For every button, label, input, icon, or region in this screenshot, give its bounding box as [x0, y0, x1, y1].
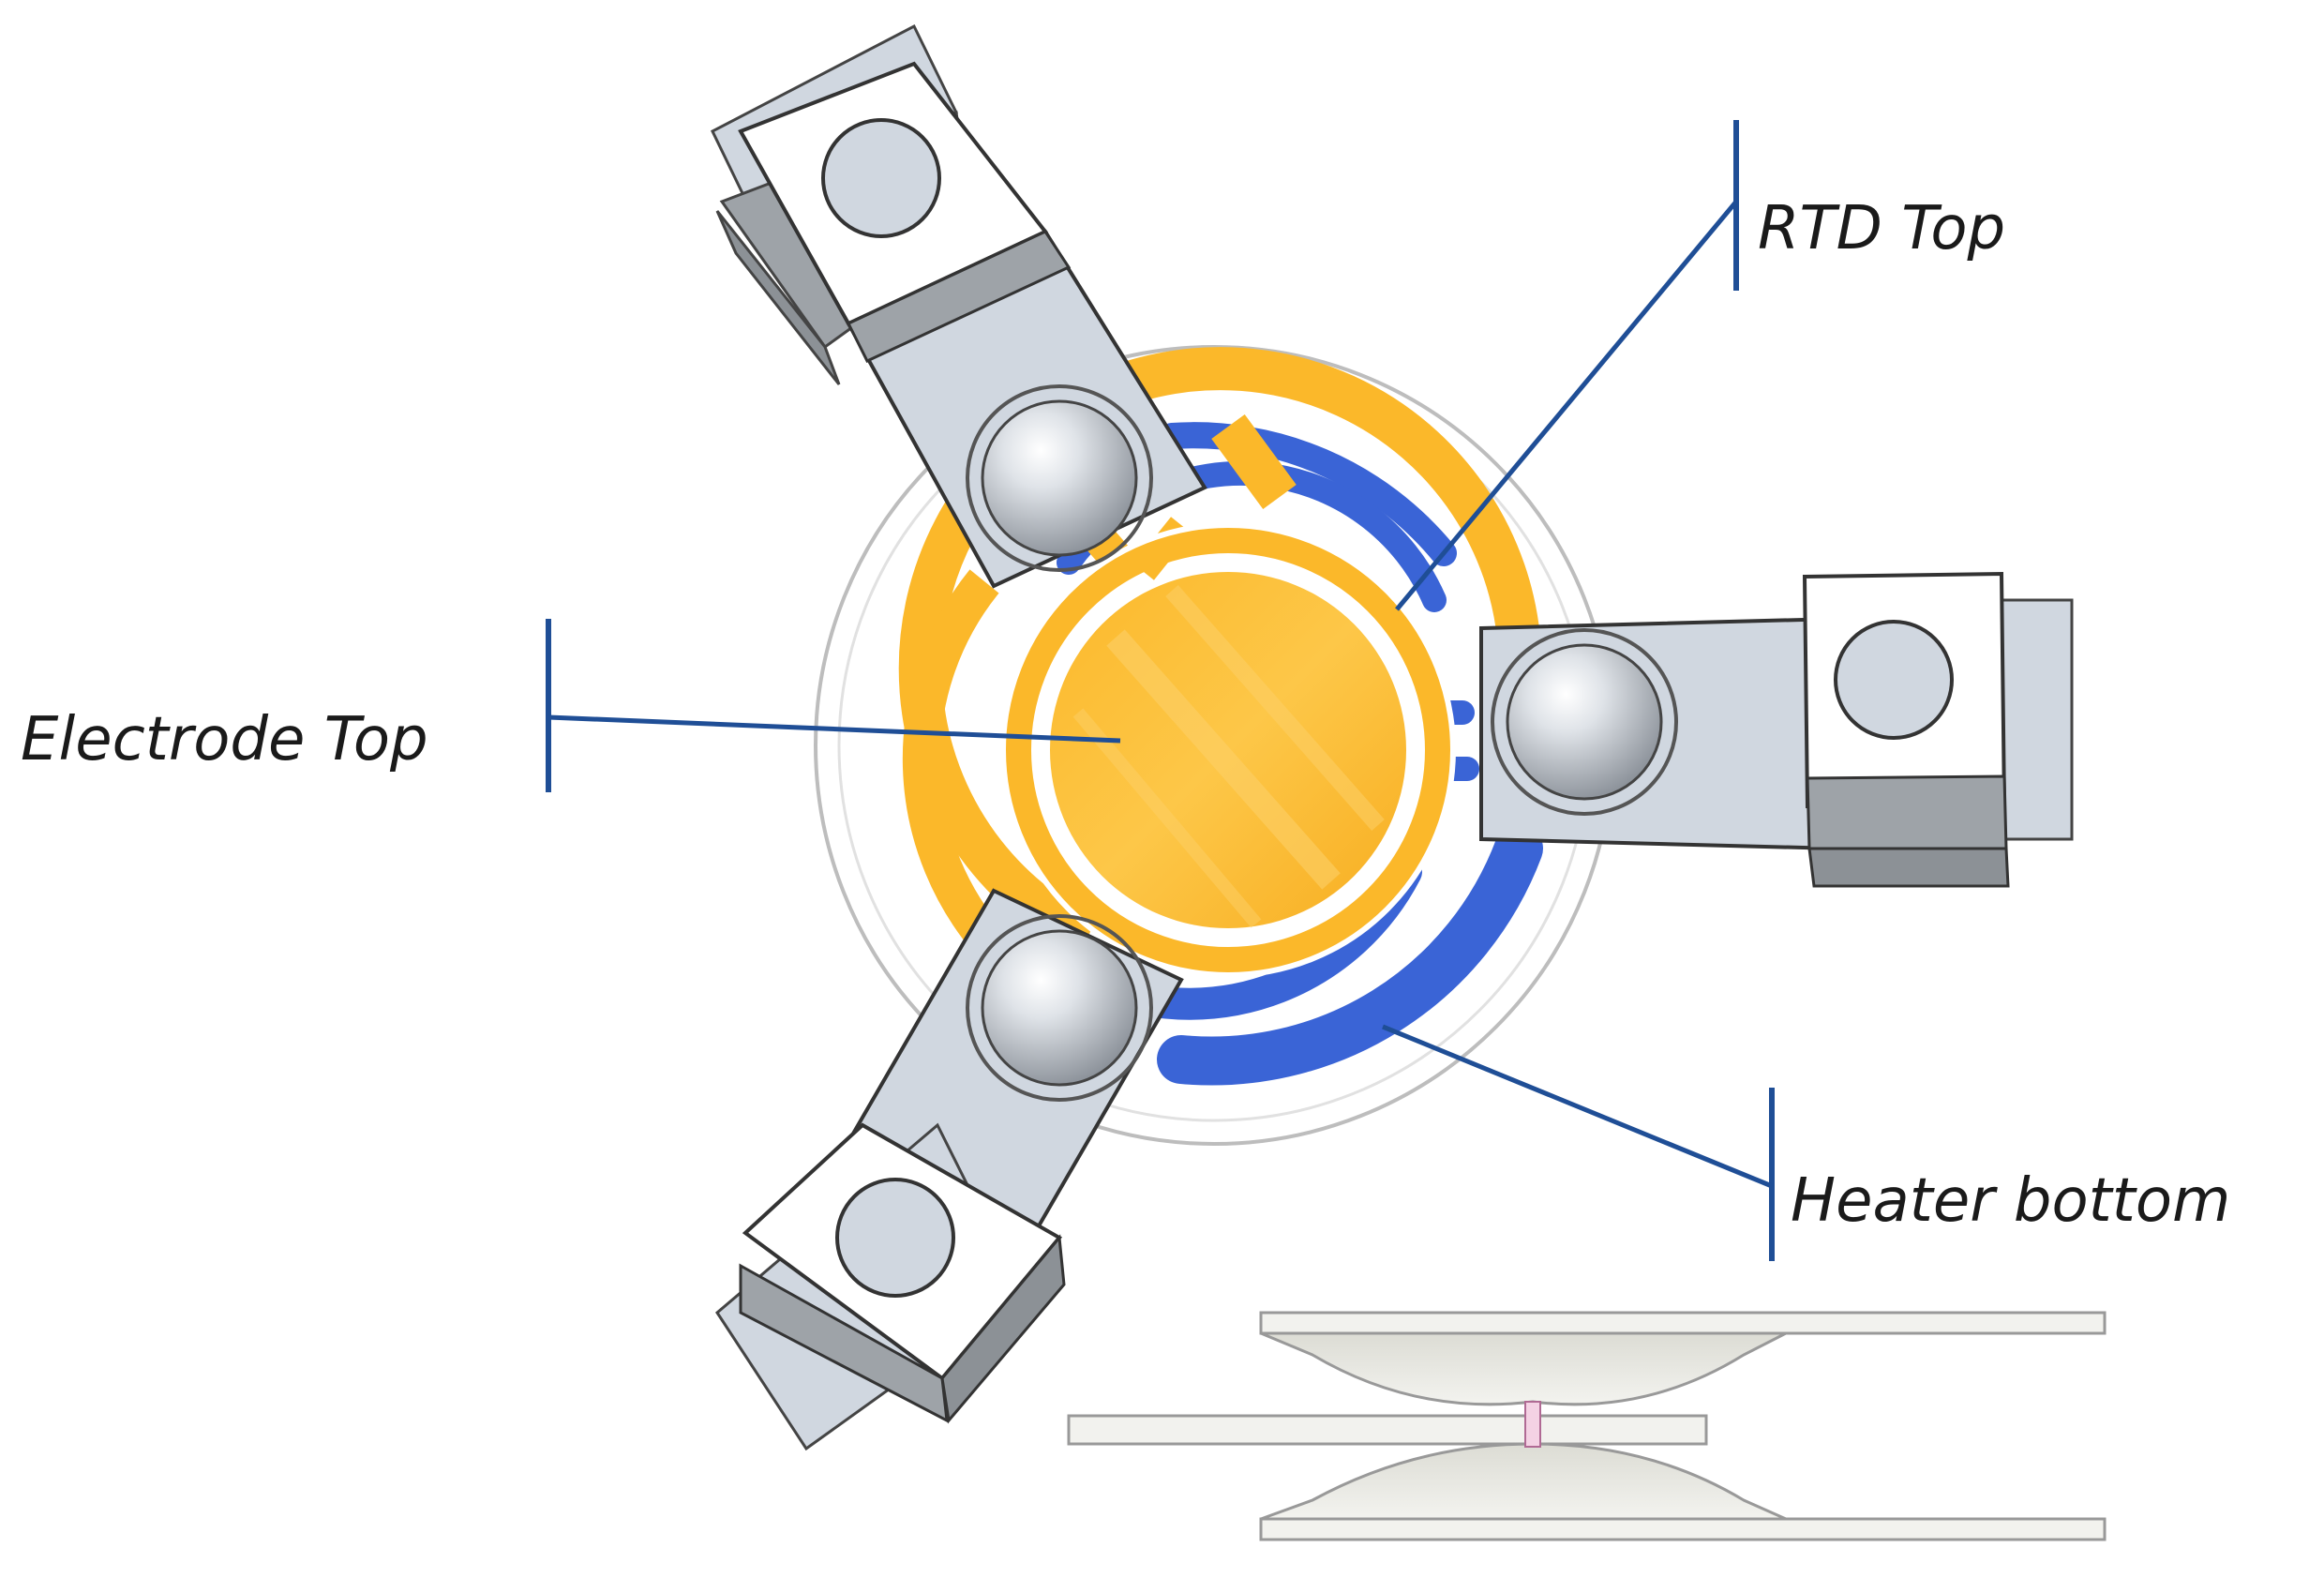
label-rtd-top: RTD Top — [1758, 194, 2005, 263]
spring-clip-lower — [715, 888, 1184, 1451]
callout-rtd-top: RTD Top — [1395, 120, 2005, 611]
callout-heater-bottom: Heater bottom — [1382, 1024, 2230, 1261]
label-heater-bottom: Heater bottom — [1791, 1166, 2230, 1236]
spring-clip-right — [1479, 571, 2074, 888]
spring-clip-upper — [711, 23, 1207, 589]
side-view-inset — [1067, 1311, 2107, 1541]
electrode-pad — [1050, 572, 1406, 928]
contact-ball-upper — [966, 384, 1153, 572]
electrode-ring — [1000, 522, 1456, 978]
label-electrode-top: Electrode Top — [21, 705, 428, 774]
screw-hole-lower — [835, 1178, 955, 1298]
callout-electrode-top: Electrode Top — [21, 619, 1121, 792]
contact-ball-right — [1491, 628, 1678, 816]
screw-hole-right — [1834, 620, 1954, 740]
screw-hole-upper — [821, 118, 941, 238]
contact-ball-lower — [966, 914, 1153, 1102]
